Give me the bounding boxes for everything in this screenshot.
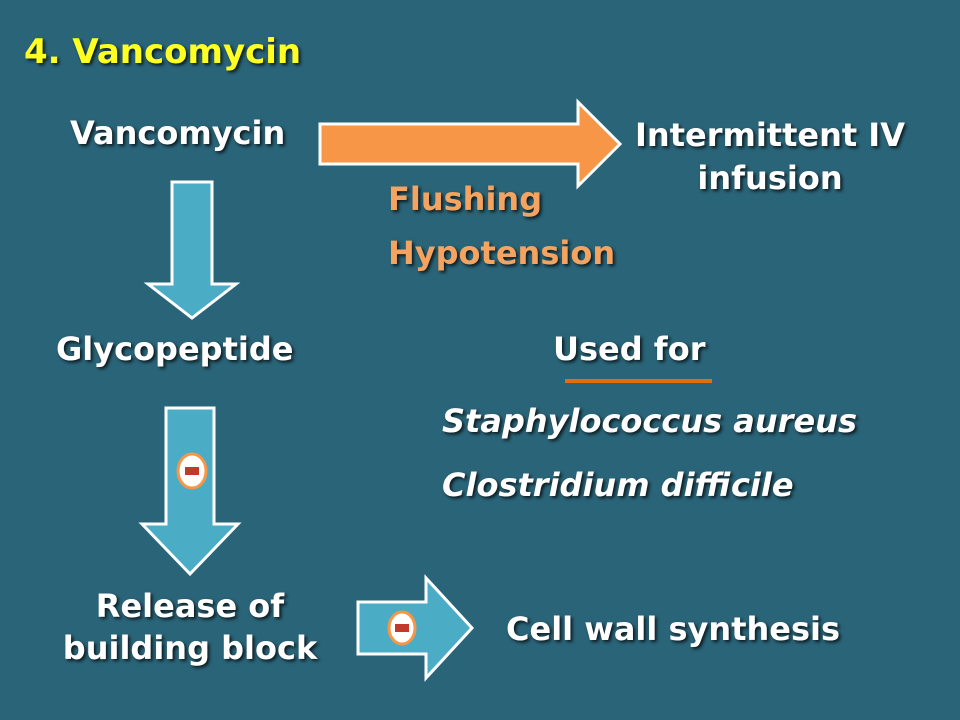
used-for-heading: Used for <box>553 330 706 368</box>
side-effect-hypotension: Hypotension <box>388 234 616 272</box>
blue-down-arrow-2 <box>138 406 242 577</box>
inhibit-minus-icon <box>387 610 417 646</box>
inhibit-minus-icon <box>176 452 208 490</box>
used-for-item-staphylococcus: Staphylococcus aureus <box>442 402 857 440</box>
used-for-item-clostridium: Clostridium difficile <box>442 466 794 504</box>
blue-down-arrow-1 <box>143 180 241 320</box>
glycopeptide-node: Glycopeptide <box>56 330 294 368</box>
iv-line-2: infusion <box>697 159 843 198</box>
side-effect-flushing: Flushing <box>388 180 543 218</box>
release-line-2: building block <box>62 628 318 667</box>
cell-wall-synthesis-node: Cell wall synthesis <box>506 610 841 648</box>
vancomycin-node: Vancomycin <box>70 114 286 152</box>
orange-right-arrow <box>318 98 623 190</box>
release-line-1: Release of <box>95 587 285 625</box>
iv-infusion-node: Intermittent IV infusion <box>635 114 905 200</box>
release-building-block-node: Release of building block <box>56 586 324 669</box>
page-title: 4. Vancomycin <box>24 32 302 72</box>
iv-line-1: Intermittent IV <box>635 116 905 154</box>
